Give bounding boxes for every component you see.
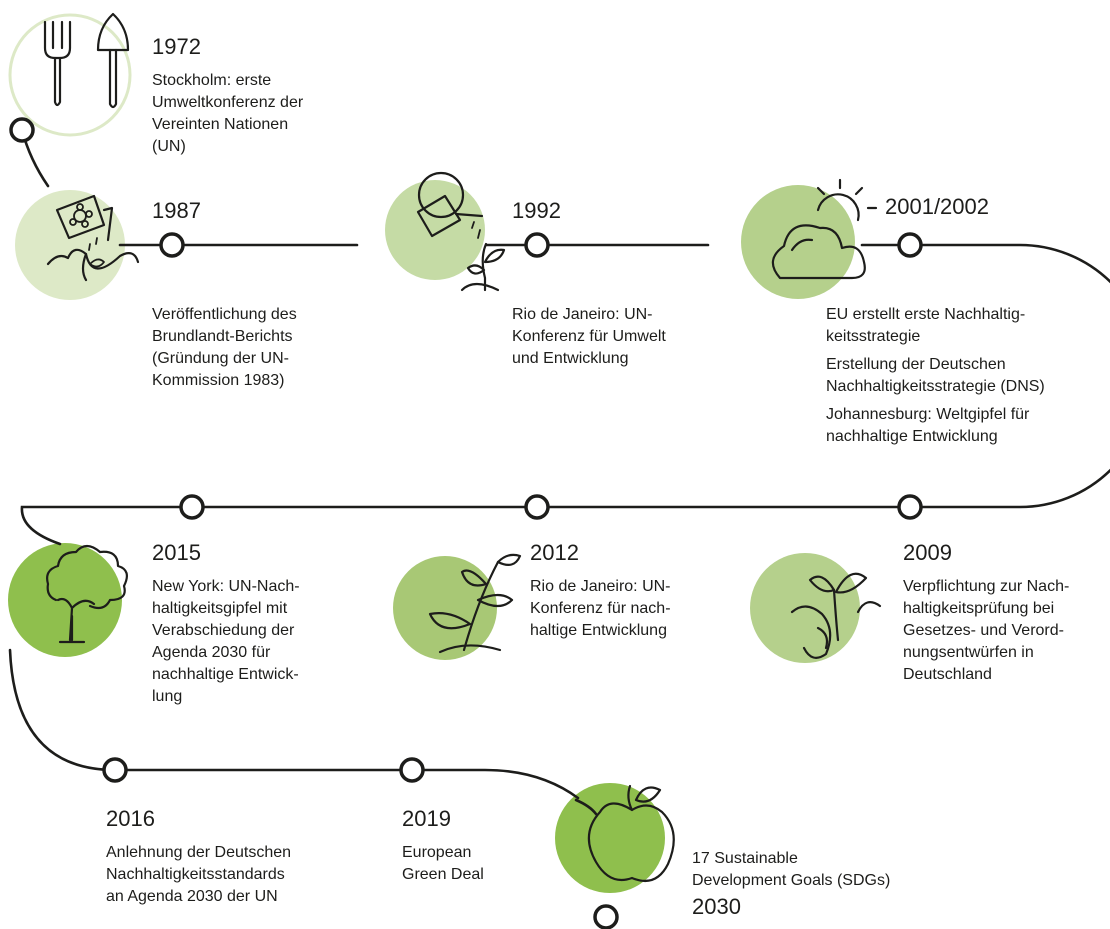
node-1992 — [524, 232, 550, 258]
tree-icon — [46, 544, 129, 644]
apple-icon — [587, 784, 675, 882]
desc-line: nachhaltige Entwick- — [152, 666, 299, 683]
desc-line: Veröffentlichung des — [152, 306, 297, 323]
watering-can-seedling-icon — [416, 171, 506, 292]
year-label: 2001/2002 — [885, 194, 989, 219]
year-label: 2016 — [106, 806, 155, 831]
garden-fork-trowel-icon — [43, 12, 130, 109]
desc-line: Erstellung der Deutschen — [826, 356, 1006, 373]
desc-paragraph: EU erstellt erste Nachhaltig- keitsstrat… — [826, 304, 1096, 348]
desc-line: Johannesburg: Weltgipfel für — [826, 406, 1030, 423]
year-label: 2030 — [692, 894, 741, 919]
desc-line: Brundlandt-Berichts — [152, 328, 293, 345]
desc-line: an Agenda 2030 der UN — [106, 888, 278, 905]
desc-paragraph: Johannesburg: Weltgipfel für nachhaltige… — [826, 404, 1096, 448]
desc-line: Konferenz für Umwelt — [512, 328, 666, 345]
node-2015 — [179, 494, 205, 520]
bg-circle-2009 — [750, 553, 860, 663]
desc-line: Rio de Janeiro: UN- — [530, 578, 671, 595]
desc-line: Deutschland — [903, 666, 992, 683]
bg-circle-1992 — [385, 180, 485, 280]
event-description: Stockholm: erste Umweltkonferenz der Ver… — [152, 70, 392, 158]
desc-line: Rio de Janeiro: UN- — [512, 306, 653, 323]
node-2016 — [102, 757, 128, 783]
desc-paragraph: Erstellung der Deutschen Nachhaltigkeits… — [826, 354, 1096, 398]
desc-line: New York: UN-Nach- — [152, 578, 300, 595]
desc-line: Umweltkonferenz der — [152, 94, 304, 111]
bg-circle-2001 — [741, 185, 855, 299]
event-description: Verpflichtung zur Nach- haltigkeitsprüfu… — [903, 576, 1103, 686]
desc-line: nachhaltige Entwicklung — [826, 428, 998, 445]
hand-sprout-icon — [790, 572, 882, 659]
bg-circle-2030 — [555, 783, 665, 893]
year-label: 1992 — [512, 198, 561, 223]
growing-plant-icon — [428, 553, 522, 654]
timeline-nodes — [9, 117, 923, 929]
desc-line: Gesetzes- und Verord- — [903, 622, 1064, 639]
desc-line: Verpflichtung zur Nach- — [903, 578, 1070, 595]
desc-line: Nachhaltigkeitsstandards — [106, 866, 285, 883]
node-2019 — [399, 757, 425, 783]
desc-line: Nachhaltigkeitsstrategie (DNS) — [826, 378, 1045, 395]
year-label: 1972 — [152, 34, 201, 59]
desc-line: keitsstrategie — [826, 328, 921, 345]
desc-line: Vereinten Nationen — [152, 116, 289, 133]
year-label: 2009 — [903, 540, 952, 565]
node-1972 — [9, 117, 35, 143]
event-description: Rio de Janeiro: UN- Konferenz für nach- … — [530, 576, 750, 642]
desc-line: Konferenz für nach- — [530, 600, 671, 617]
desc-line: (Gründung der UN- — [152, 350, 289, 367]
desc-line: Agenda 2030 für — [152, 644, 271, 661]
event-description: Veröffentlichung des Brundlandt-Berichts… — [152, 304, 412, 392]
desc-line: (UN) — [152, 138, 186, 155]
year-label: 2012 — [530, 540, 579, 565]
desc-line: lung — [152, 688, 183, 705]
desc-line: EU erstellt erste Nachhaltig- — [826, 306, 1026, 323]
node-2001 — [897, 232, 923, 258]
event-description: Rio de Janeiro: UN- Konferenz für Umwelt… — [512, 304, 752, 370]
node-2030 — [593, 904, 619, 929]
path-2030-connector — [574, 798, 598, 816]
node-1987 — [159, 232, 185, 258]
desc-line: und Entwicklung — [512, 350, 629, 367]
node-2009 — [897, 494, 923, 520]
year-label: 2019 — [402, 806, 451, 831]
desc-line: Anlehnung der Deutschen — [106, 844, 292, 861]
desc-line: 17 Sustainable — [692, 850, 798, 867]
event-description: Anlehnung der Deutschen Nachhaltigkeitss… — [106, 842, 366, 908]
desc-line: Verabschiedung der — [152, 622, 295, 639]
desc-line: haltigkeitsgipfel mit — [152, 600, 288, 617]
desc-line: Development Goals (SDGs) — [692, 872, 891, 889]
sun-cloud-icon — [771, 178, 878, 280]
desc-line: Stockholm: erste — [152, 72, 272, 89]
path-main-loop — [20, 243, 1110, 546]
event-description: 17 Sustainable Development Goals (SDGs) — [692, 848, 952, 892]
event-description: EU erstellt erste Nachhaltig- keitsstrat… — [826, 304, 1096, 454]
desc-line: haltige Entwicklung — [530, 622, 667, 639]
event-description: New York: UN-Nach- haltigkeitsgipfel mit… — [152, 576, 372, 708]
bg-circle-1987 — [15, 190, 125, 300]
desc-line: Kommission 1983) — [152, 372, 285, 389]
year-label: 2015 — [152, 540, 201, 565]
desc-line: haltigkeitsprüfung bei — [903, 600, 1055, 617]
desc-line: nungsentwürfen in — [903, 644, 1034, 661]
background-circles — [8, 13, 860, 893]
ring-1972 — [8, 13, 132, 137]
watering-can-flower-icon — [46, 194, 140, 282]
desc-line: European — [402, 844, 472, 861]
event-description: European Green Deal — [402, 842, 542, 886]
desc-line: Green Deal — [402, 866, 484, 883]
bg-circle-2012 — [393, 556, 497, 660]
node-2012 — [524, 494, 550, 520]
year-label: 1987 — [152, 198, 201, 223]
